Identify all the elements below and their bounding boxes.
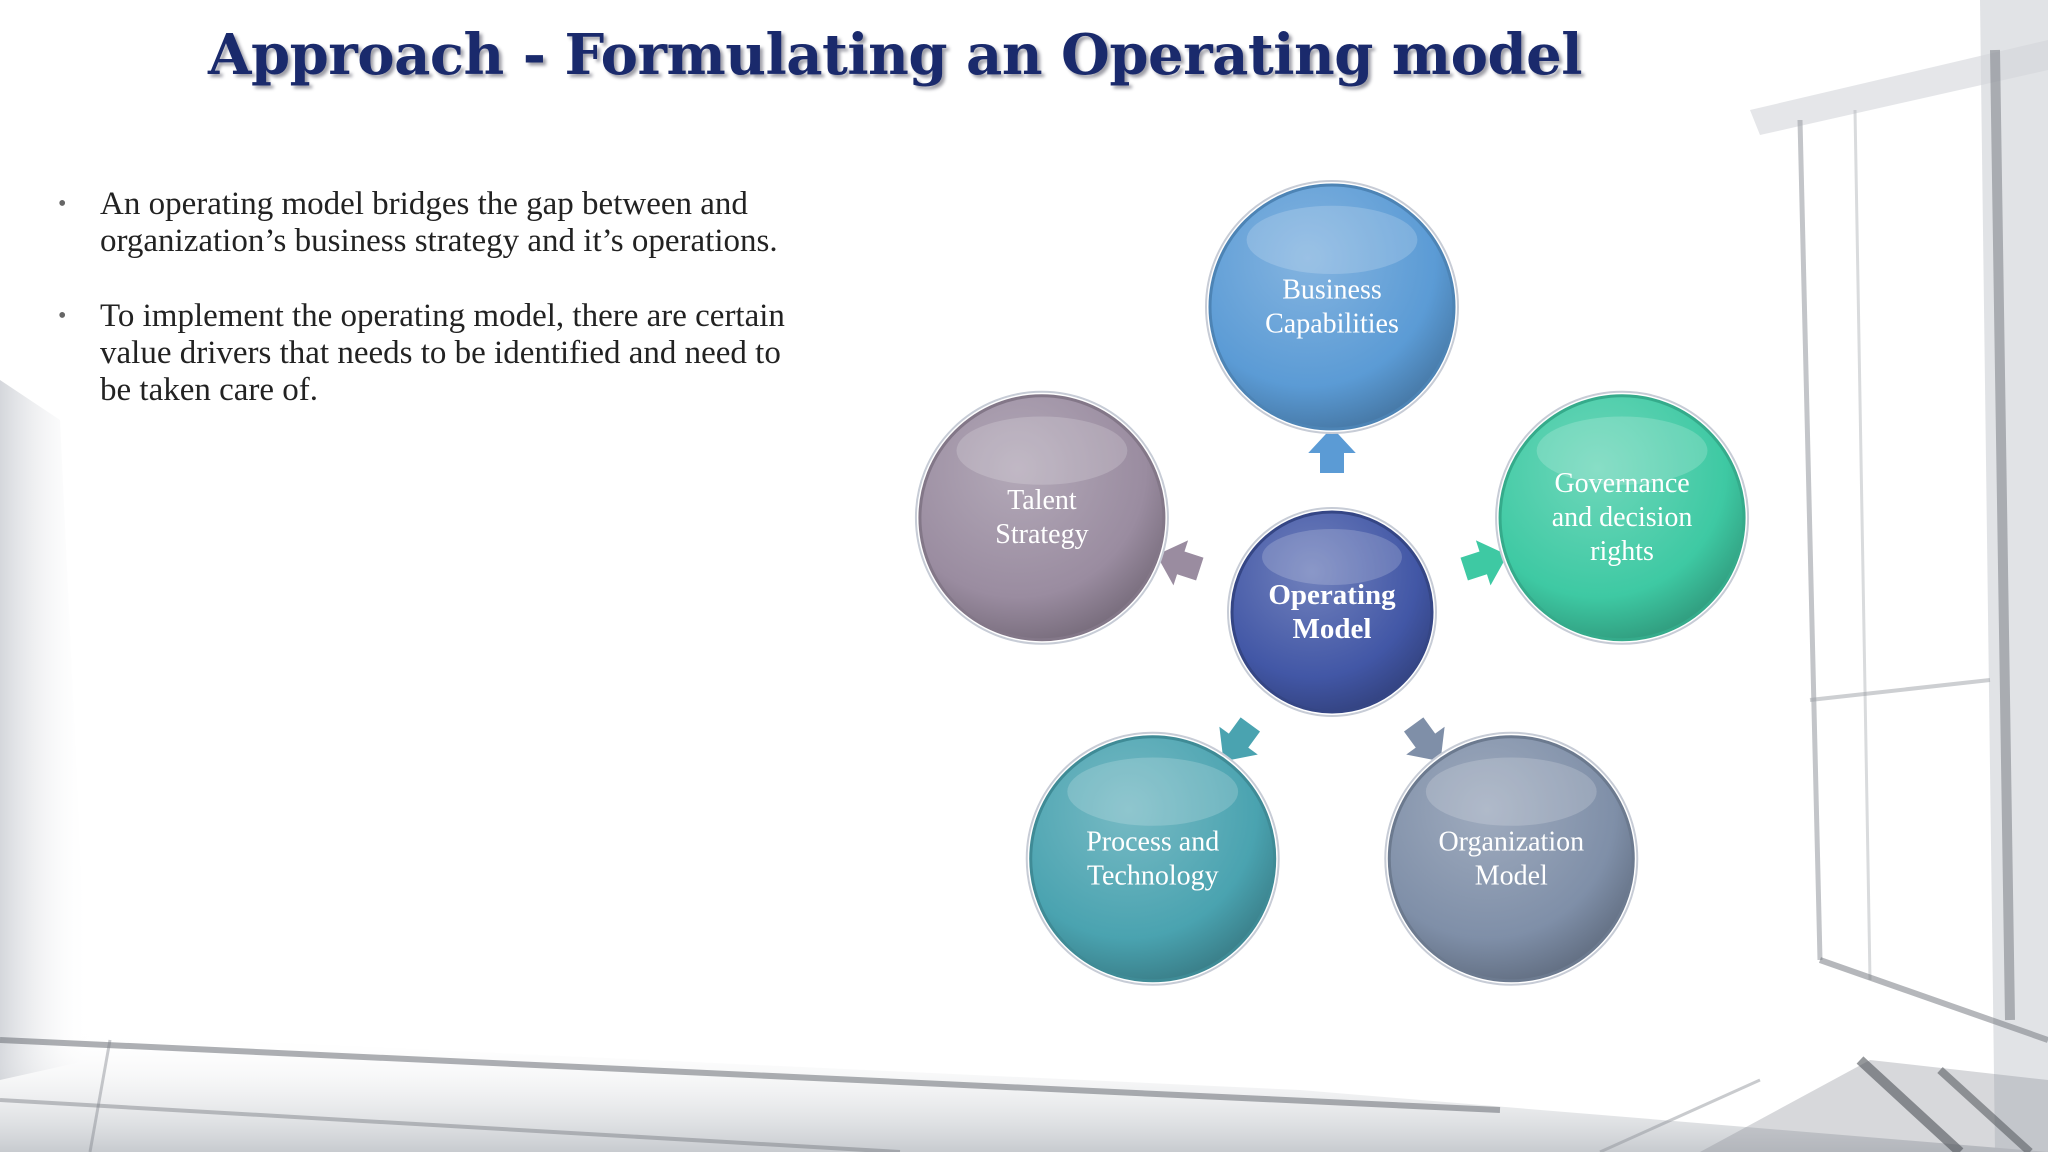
node-label: Capabilities <box>1265 309 1399 340</box>
bullet-list: • An operating model bridges the gap bet… <box>56 186 816 447</box>
bullet-item: • An operating model bridges the gap bet… <box>56 186 816 260</box>
bullet-text: An operating model bridges the gap betwe… <box>100 186 778 259</box>
node-circle <box>1208 183 1456 431</box>
arrow-icon <box>1457 536 1511 591</box>
bullet-dot-icon: • <box>58 191 67 217</box>
node-highlight <box>1246 205 1418 275</box>
node-highlight <box>1425 757 1597 826</box>
node-circle <box>1029 735 1277 983</box>
node-highlight <box>1536 416 1708 485</box>
arrow-icon <box>1401 714 1448 764</box>
arrow-icon <box>1303 424 1361 475</box>
bullet-text: To implement the operating model, there … <box>100 298 785 408</box>
page-title: Approach - Formulating an Operating mode… <box>208 22 1583 88</box>
center-label: Model <box>1293 613 1372 645</box>
node-circle <box>1498 394 1746 642</box>
bullet-item: • To implement the operating model, ther… <box>56 298 816 409</box>
bullet-dot-icon: • <box>58 303 67 329</box>
node-circle <box>918 394 1166 642</box>
node-label: Strategy <box>995 519 1088 550</box>
node-label: Business <box>1282 275 1382 306</box>
node-label: and decision <box>1552 502 1693 533</box>
node-label: Organization <box>1438 826 1584 857</box>
node-label: Governance <box>1554 468 1689 499</box>
arrow-icon <box>1216 714 1263 764</box>
center-label: Operating <box>1268 579 1396 611</box>
node-circle <box>1387 735 1635 983</box>
node-label: Talent <box>1007 485 1077 516</box>
center-highlight <box>1262 529 1402 585</box>
arrow-icon <box>1153 536 1207 591</box>
node-label: rights <box>1590 536 1654 567</box>
node-label: Model <box>1475 860 1548 891</box>
node-highlight <box>1067 757 1239 826</box>
node-highlight <box>956 416 1128 485</box>
center-circle <box>1230 510 1434 714</box>
node-label: Process and <box>1086 826 1219 857</box>
node-label: Technology <box>1087 860 1219 891</box>
